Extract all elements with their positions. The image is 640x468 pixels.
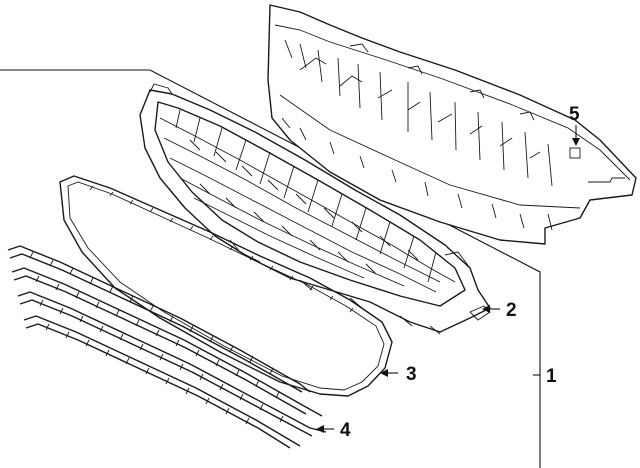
callout-3: 3 [406, 364, 417, 385]
callout-2: 2 [506, 300, 517, 321]
part-4-lower-grille-bars [7, 245, 327, 449]
leader-arrowheads [316, 138, 580, 433]
part-2-main-grille [139, 83, 491, 335]
callout-1: 1 [546, 366, 557, 387]
callout-5: 5 [569, 104, 580, 125]
callout-4: 4 [340, 420, 351, 441]
part-5-upper-support-panel [267, 4, 637, 245]
part-3-surround-molding [59, 175, 393, 397]
